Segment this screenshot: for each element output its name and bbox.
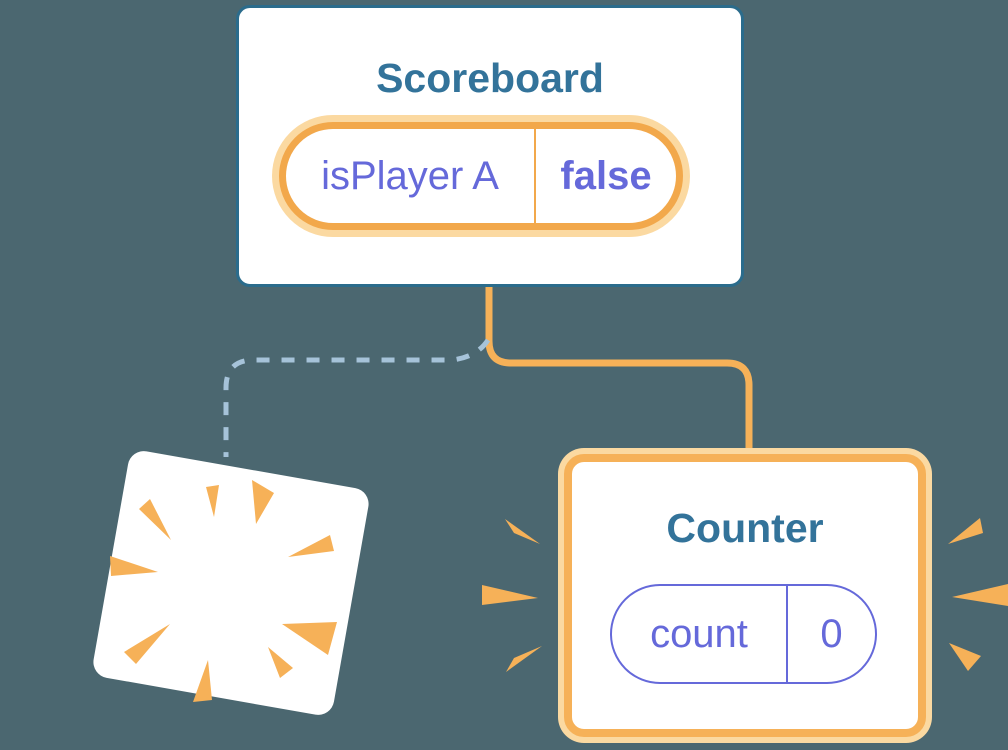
counter-state-value: 0 [786, 586, 875, 682]
scoreboard-state-pill: isPlayer A false [279, 122, 683, 230]
counter-state-label: count [650, 612, 748, 656]
scoreboard-removed-link [223, 338, 491, 457]
burst-rays-icon [110, 480, 337, 702]
scoreboard-state-value: false [534, 129, 676, 223]
scoreboard-state-label: isPlayer A [321, 154, 499, 198]
destroyed-component-card [93, 451, 369, 715]
counter-component-card: Counter count 0 [564, 454, 926, 737]
scoreboard-title: Scoreboard [376, 55, 604, 101]
counter-title: Counter [666, 505, 824, 551]
emphasis-rays-right [948, 518, 1008, 671]
scoreboard-component-card: Scoreboard isPlayer A false [236, 5, 744, 287]
emphasis-rays-left [482, 519, 542, 672]
counter-state-pill: count 0 [610, 584, 877, 684]
scoreboard-counter-link [485, 283, 753, 457]
